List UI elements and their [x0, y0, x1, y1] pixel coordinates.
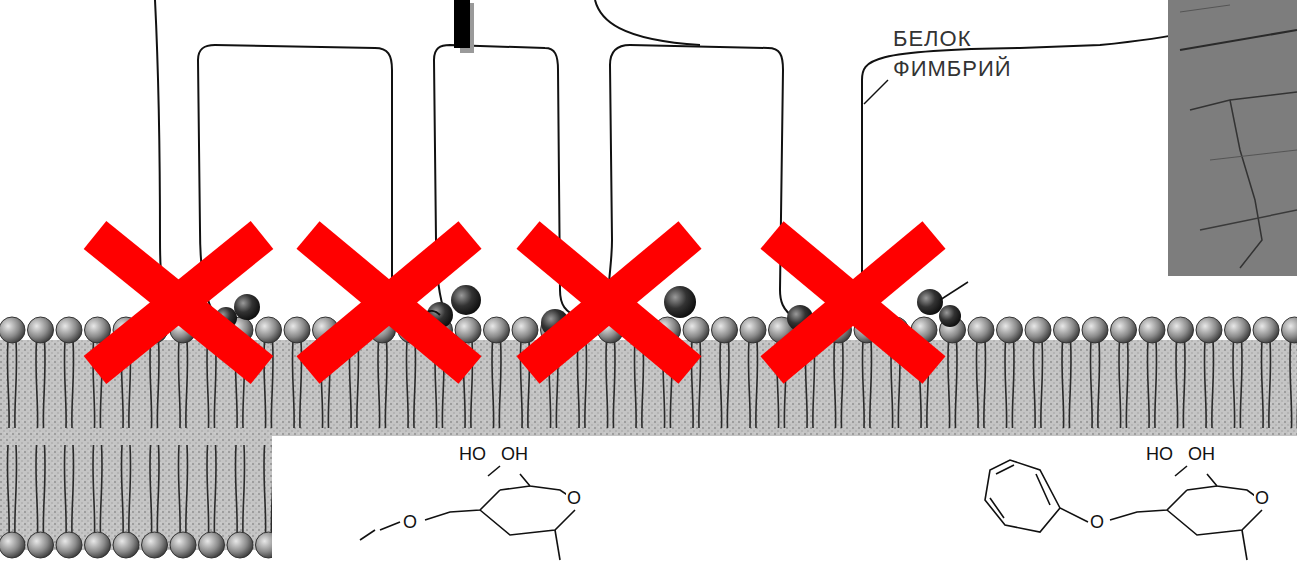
lipid-head: [113, 532, 139, 558]
lipid-head: [1111, 317, 1137, 343]
atom-label: OH: [1187, 444, 1216, 464]
lipid-head: [1139, 317, 1165, 343]
lipid-head: [1225, 317, 1251, 343]
fimbria-protein-label: БЕЛОК ФИМБРИЙ: [893, 24, 1023, 84]
lipid-head: [1282, 317, 1297, 343]
lipid-head: [712, 317, 738, 343]
atom-label: HO: [1145, 444, 1174, 464]
atom-label: HO: [458, 444, 487, 464]
lipid-head: [997, 317, 1023, 343]
lipid-head: [1168, 317, 1194, 343]
lipid-head: [1054, 317, 1080, 343]
micrograph-inset: [1168, 0, 1297, 276]
lipid-head: [740, 317, 766, 343]
lipid-head: [227, 532, 253, 558]
lipid-head: [484, 317, 510, 343]
lipid-head: [28, 317, 54, 343]
lipid-head: [56, 532, 82, 558]
lipid-head: [56, 317, 82, 343]
lipid-head: [284, 317, 310, 343]
leader-line: [864, 80, 888, 104]
lipid-head: [968, 317, 994, 343]
lipid-head: [1253, 317, 1279, 343]
black-block: [454, 0, 470, 48]
lipid-head: [256, 317, 282, 343]
lipid-head: [0, 317, 25, 343]
lipid-head: [512, 317, 538, 343]
atom-label: O: [1254, 488, 1270, 508]
lipid-head: [1196, 317, 1222, 343]
atom-label: O: [402, 512, 418, 532]
red-cross: [95, 235, 934, 370]
lipid-head: [28, 532, 54, 558]
chemical-structure: [360, 460, 1262, 560]
lipid-head: [683, 317, 709, 343]
lipid-head: [1082, 317, 1108, 343]
atom-label: O: [1089, 512, 1105, 532]
lipid-head: [170, 532, 196, 558]
lipid-head: [85, 532, 111, 558]
atom-label: O: [566, 488, 582, 508]
lipid-head: [199, 532, 225, 558]
fimbria-outline: [155, 0, 1255, 320]
lipid-head: [1025, 317, 1051, 343]
lipid-head: [142, 532, 168, 558]
lipid-head: [0, 532, 25, 558]
structure-panel: [272, 436, 1297, 563]
atom-label: OH: [500, 444, 529, 464]
